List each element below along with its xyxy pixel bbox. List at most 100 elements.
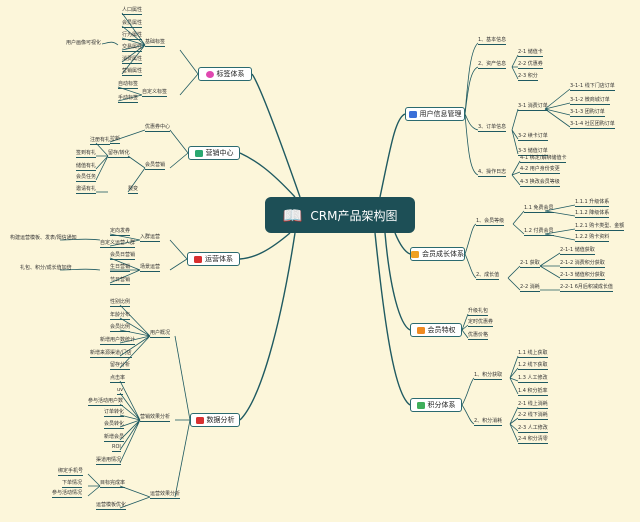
retain-item[interactable]: 签到有礼 xyxy=(76,150,97,158)
retain-item[interactable]: 会员任务 xyxy=(76,174,97,182)
target-child[interactable]: 参与活动情况 xyxy=(52,490,83,498)
tags-custom[interactable]: 自定义标签 xyxy=(142,89,168,97)
branch-user-info[interactable]: 用户信息管理 xyxy=(405,107,465,121)
assets-child[interactable]: 2-1 储值卡 xyxy=(518,49,543,57)
free-child[interactable]: 1.1.1 升级体系 xyxy=(575,199,610,207)
branch-analysis[interactable]: 数据分析 xyxy=(190,413,240,427)
analysis-user-child[interactable]: 新增用户数统计 xyxy=(100,337,136,345)
gain-child[interactable]: 2-1-2 消费积分获取 xyxy=(560,260,605,268)
growth-consume[interactable]: 2-2 消耗 xyxy=(520,284,540,292)
analysis-effect-child[interactable]: 订单转化 xyxy=(104,409,125,417)
points-get-child[interactable]: 1.3 人工修改 xyxy=(518,375,548,383)
retain-item[interactable]: 储值有礼 xyxy=(76,163,97,171)
consume-child[interactable]: 3-1-3 团购订单 xyxy=(570,109,605,117)
growth-value[interactable]: 2、成长值 xyxy=(476,272,500,280)
privilege-item[interactable]: 优惠价格 xyxy=(468,332,489,340)
branch-tags[interactable]: 标签体系 xyxy=(198,67,252,81)
points-consume-child[interactable]: 2-2 线下消耗 xyxy=(518,412,548,420)
assets-child[interactable]: 2-2 优惠券 xyxy=(518,61,543,69)
target-child[interactable]: 绑定手机号 xyxy=(58,468,84,476)
analysis-ops[interactable]: 运营效果分析 xyxy=(150,491,181,499)
user-info-basic[interactable]: 1、基本信息 xyxy=(478,37,507,45)
paid-child[interactable]: 1.2.2 购卡资料 xyxy=(575,234,610,242)
user-info-order[interactable]: 3、订单信息 xyxy=(478,124,507,132)
analysis-user-child[interactable]: 会员比例 xyxy=(110,324,131,332)
points-get-child[interactable]: 1.2 线下获取 xyxy=(518,362,548,370)
analysis-effect-child[interactable]: 新增会员 xyxy=(104,434,125,442)
analysis-user[interactable]: 用户概况 xyxy=(150,330,171,338)
tags-attr-child[interactable]: 会员属性 xyxy=(122,20,143,28)
analysis-effect-child[interactable]: uv xyxy=(117,387,124,395)
points-get-child[interactable]: 1.1 线上获取 xyxy=(518,350,548,358)
level-paid[interactable]: 1.2 付费会员 xyxy=(524,228,554,236)
analysis-effect-child[interactable]: 渠道用情况 xyxy=(96,457,122,465)
points-get[interactable]: 1、积分获取 xyxy=(474,372,503,380)
order-consume[interactable]: 3-1 消费订单 xyxy=(518,103,548,111)
consume-child[interactable]: 3-1-4 社区团购订单 xyxy=(570,121,615,129)
branch-operation[interactable]: 运营体系 xyxy=(187,252,240,266)
analysis-user-child[interactable]: 性别比例 xyxy=(110,299,131,307)
points-get-child[interactable]: 1.4 积分抵率 xyxy=(518,388,548,396)
analysis-effect-child[interactable]: 点击率 xyxy=(110,375,126,383)
entry-child[interactable]: 定向发券 xyxy=(110,228,131,236)
tags-attr-child[interactable]: 消费属性 xyxy=(122,56,143,64)
root-node[interactable]: 📖 CRM产品架构图 xyxy=(265,197,415,233)
gain-child[interactable]: 2-1-3 储值积分获取 xyxy=(560,272,605,280)
operation-entry[interactable]: 入群运营 xyxy=(140,234,161,242)
level-free[interactable]: 1.1 免费会员 xyxy=(524,205,554,213)
operation-scene[interactable]: 场景运营 xyxy=(140,264,161,272)
ops-child[interactable]: 4-1 绑定/解绑储值卡 xyxy=(520,155,567,163)
gain-child[interactable]: 2-1-1 储值获取 xyxy=(560,247,595,255)
analysis-effect-child[interactable]: 会员转化 xyxy=(104,421,125,429)
entry-child[interactable]: 自定义运营人群 xyxy=(100,240,136,248)
points-consume-child[interactable]: 2-3 人工修改 xyxy=(518,425,548,433)
tags-attr-child[interactable]: 交易属性 xyxy=(122,44,143,52)
order-child[interactable]: 3-3 储值订单 xyxy=(518,148,548,156)
growth-level[interactable]: 1、会员等级 xyxy=(476,218,505,226)
user-info-assets[interactable]: 2、资产信息 xyxy=(478,61,507,69)
branch-points[interactable]: 积分体系 xyxy=(410,398,462,412)
growth-consume-child[interactable]: 2-2-1 6月后积减成长值 xyxy=(560,284,613,292)
free-child[interactable]: 1.1.2 降级体系 xyxy=(575,210,610,218)
analysis-target[interactable]: 目标完成率 xyxy=(100,480,126,488)
analysis-user-child[interactable]: 年龄分布 xyxy=(110,312,131,320)
analysis-effect-child[interactable]: 参与活动用户数 xyxy=(88,398,124,406)
analysis-effect[interactable]: 营销效果分析 xyxy=(140,414,171,422)
scene-child[interactable]: 生日营销 xyxy=(110,264,131,272)
tags-attr-child[interactable]: 行为属性 xyxy=(122,32,143,40)
marketing-fission[interactable]: 裂变 xyxy=(128,186,139,194)
analysis-user-child[interactable]: 新增来源渠道/门店 xyxy=(90,350,132,358)
analysis-effect-child[interactable]: ROI xyxy=(112,444,121,452)
branch-member-privilege[interactable]: 会员特权 xyxy=(410,323,462,337)
analysis-template[interactable]: 运营模板优化 xyxy=(96,502,127,510)
marketing-new-item[interactable]: 注册有礼 xyxy=(90,137,111,145)
scene-child[interactable]: 会员日营销 xyxy=(110,252,136,260)
ops-child[interactable]: 4-2 用户身份变更 xyxy=(520,166,560,174)
order-child[interactable]: 3-2 续卡订单 xyxy=(518,133,548,141)
marketing-retain[interactable]: 留存/转化 xyxy=(108,150,130,158)
ops-child[interactable]: 4-3 换改会员等级 xyxy=(520,179,560,187)
branch-marketing[interactable]: 营销中心 xyxy=(188,146,240,160)
target-child[interactable]: 下单情况 xyxy=(62,480,83,488)
tags-attr-child[interactable]: 营销属性 xyxy=(122,68,143,76)
privilege-item[interactable]: 升级礼包 xyxy=(468,308,489,316)
points-consume-child[interactable]: 2-4 积分清零 xyxy=(518,436,548,444)
marketing-ops[interactable]: 会员营销 xyxy=(145,162,166,170)
fission-item[interactable]: 邀请有礼 xyxy=(76,186,97,194)
branch-member-growth[interactable]: 会员成长体系 xyxy=(410,247,465,261)
points-consume-child[interactable]: 2-1 线上消耗 xyxy=(518,401,548,409)
privilege-item[interactable]: 定时优惠券 xyxy=(468,319,494,327)
tags-custom-child[interactable]: 自动标签 xyxy=(118,81,139,89)
tags-custom-child[interactable]: 手动标签 xyxy=(118,95,139,103)
marketing-new[interactable]: 拉新 xyxy=(110,136,121,144)
user-info-ops[interactable]: 4、操作日志 xyxy=(478,169,507,177)
scene-child[interactable]: 节日营销 xyxy=(110,277,131,285)
tags-attr[interactable]: 基础标签 xyxy=(145,39,166,47)
consume-child[interactable]: 3-1-1 线下门店订单 xyxy=(570,83,615,91)
paid-child[interactable]: 1.2.1 购卡类型、金额 xyxy=(575,223,625,231)
marketing-center[interactable]: 优惠券中心 xyxy=(145,124,171,132)
assets-child[interactable]: 2-3 积分 xyxy=(518,73,538,81)
consume-child[interactable]: 3-1-2 微商城订单 xyxy=(570,97,610,105)
tags-attr-child[interactable]: 人口属性 xyxy=(122,7,143,15)
points-consume[interactable]: 2、积分消耗 xyxy=(474,418,503,426)
